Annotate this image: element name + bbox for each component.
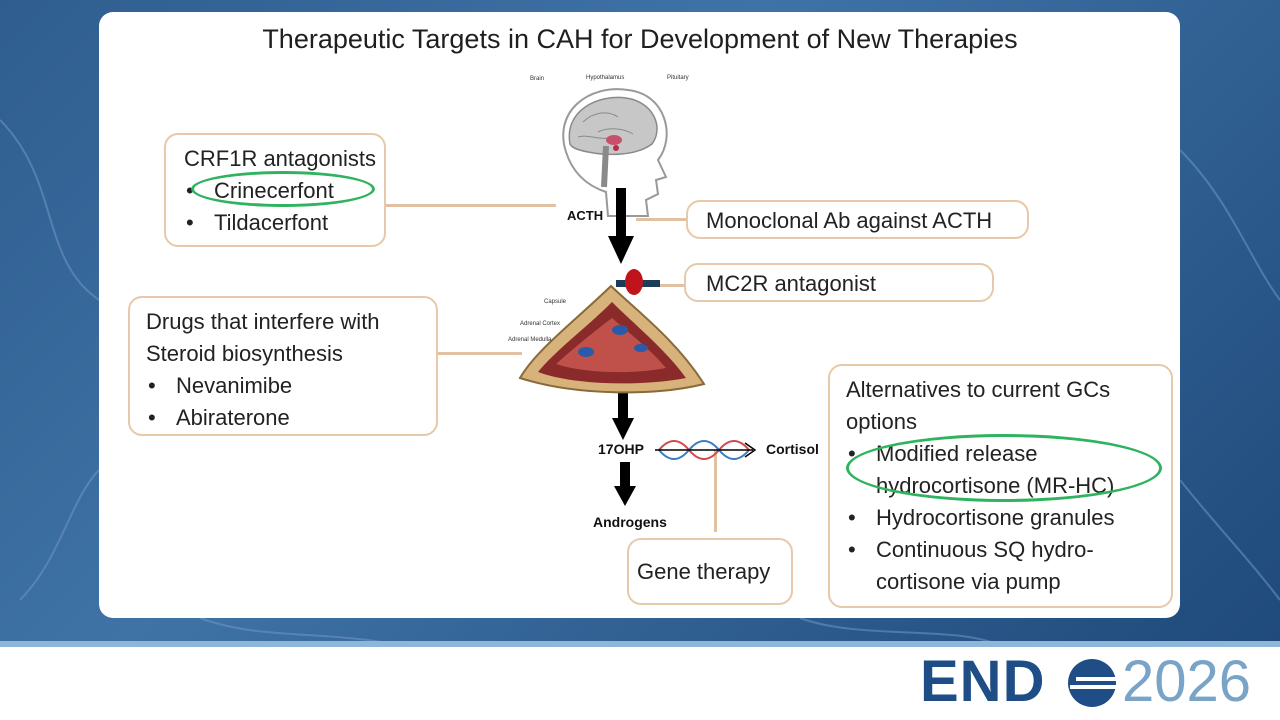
alternatives-heading-line2: options: [846, 409, 917, 434]
monoclonal-text: Monoclonal Ab against ACTH: [706, 208, 993, 233]
continuous-sq-line2: cortisone via pump: [876, 569, 1061, 594]
connector-steroid: [438, 352, 522, 355]
tildacerfont-item: Tildacerfont: [184, 207, 384, 239]
connector-monoclonal: [636, 218, 686, 221]
continuous-sq-line1: Continuous SQ hydro-: [876, 537, 1094, 562]
arrow-acth-icon: [608, 188, 634, 264]
mc2r-receptor-icon: [616, 269, 660, 295]
arrow-17ohp-icon: [612, 392, 634, 440]
brain-head-illustration: [562, 88, 668, 217]
connector-gene-vertical: [714, 450, 717, 532]
adrenal-cortex-label: Adrenal Cortex: [520, 321, 561, 327]
monoclonal-ab-box: Monoclonal Ab against ACTH: [686, 200, 1029, 239]
alternatives-heading-line1: Alternatives to current GCs: [846, 377, 1111, 402]
pituitary-label: Pituitary: [667, 75, 689, 81]
connector-crf1r: [386, 204, 556, 207]
hydrocortisone-granules-item: Hydrocortisone granules: [846, 502, 1171, 534]
globe-icon: [1068, 659, 1122, 707]
continuous-sq-item: Continuous SQ hydro- cortisone via pump: [846, 534, 1171, 598]
cortisol-label: Cortisol: [766, 441, 819, 457]
gene-therapy-box: Gene therapy: [627, 538, 793, 605]
abiraterone-item: Abiraterone: [146, 402, 436, 434]
steroid-heading-line1: Drugs that interfere with: [146, 309, 380, 334]
steroid-heading-line2: Steroid biosynthesis: [146, 341, 343, 366]
logo-year-text: 2026: [1122, 649, 1252, 714]
androgens-label: Androgens: [593, 514, 667, 530]
hypothalamus-label: Hypothalamus: [586, 75, 625, 81]
acth-label: ACTH: [567, 208, 604, 223]
slide-title: Therapeutic Targets in CAH for Developme…: [262, 24, 1018, 54]
background-network: [0, 119, 1280, 645]
logo-end-text: END: [920, 649, 1046, 714]
steroid-biosynthesis-box: Drugs that interfere with Steroid biosyn…: [128, 296, 438, 436]
footer: [0, 647, 1280, 720]
footer-stripe: [0, 641, 1280, 647]
nevanimibe-item: Nevanimibe: [146, 370, 436, 402]
arrow-androgens-icon: [614, 462, 636, 506]
mc2r-antagonist-box: MC2R antagonist: [684, 263, 994, 302]
crinecerfont-highlight: [191, 171, 375, 207]
dna-arrow-icon: [655, 440, 757, 460]
17ohp-label: 17OHP: [598, 441, 644, 457]
mc2r-text: MC2R antagonist: [706, 271, 876, 296]
adrenal-gland-illustration: [518, 284, 706, 394]
capsule-label: Capsule: [544, 299, 567, 305]
crf1r-heading: CRF1R antagonists: [184, 146, 376, 171]
connector-mc2r: [650, 284, 684, 287]
gene-therapy-text: Gene therapy: [637, 559, 771, 584]
adrenal-medulla-label: Adrenal Medulla: [508, 337, 552, 343]
brain-label: Brain: [530, 76, 545, 82]
mr-hc-highlight: [846, 434, 1162, 502]
